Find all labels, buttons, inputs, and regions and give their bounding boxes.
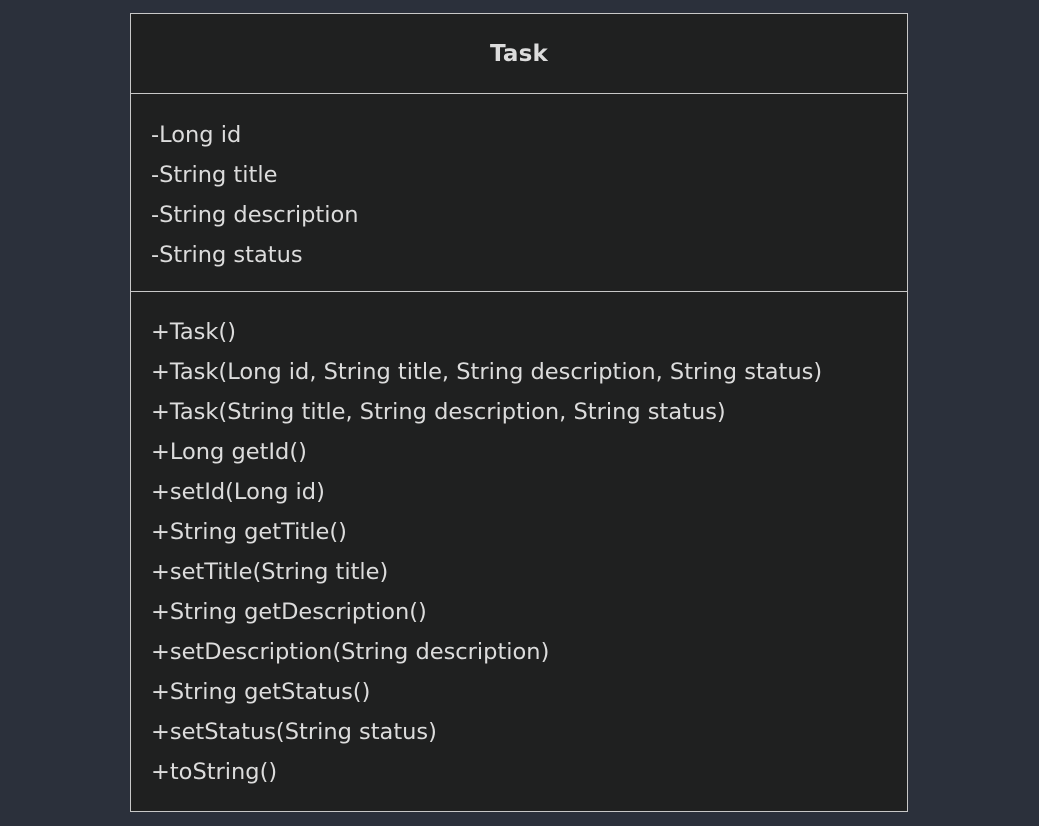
method: +Task(String title, String description, … [151,399,726,425]
method: +setId(Long id) [151,479,325,505]
method: +Long getId() [151,439,307,465]
class-header: Task [131,14,907,94]
method: +toString() [151,759,278,785]
method: +String getStatus() [151,679,371,705]
attribute: -String title [151,162,278,188]
method: +setDescription(String description) [151,639,550,665]
method: +setTitle(String title) [151,559,389,585]
attribute: -Long id [151,122,242,148]
method: +String getTitle() [151,519,347,545]
attributes-compartment: -Long id -String title -String descripti… [131,94,907,292]
class-name: Task [489,40,549,67]
method: +String getDescription() [151,599,427,625]
attribute: -String description [151,202,359,228]
class-box-task: Task -Long id -String title -String desc… [130,13,908,812]
methods-compartment: +Task() +Task(Long id, String title, Str… [131,292,907,792]
attribute: -String status [151,242,303,268]
method: +Task() [151,319,236,345]
method: +Task(Long id, String title, String desc… [151,359,823,385]
method: +setStatus(String status) [151,719,437,745]
